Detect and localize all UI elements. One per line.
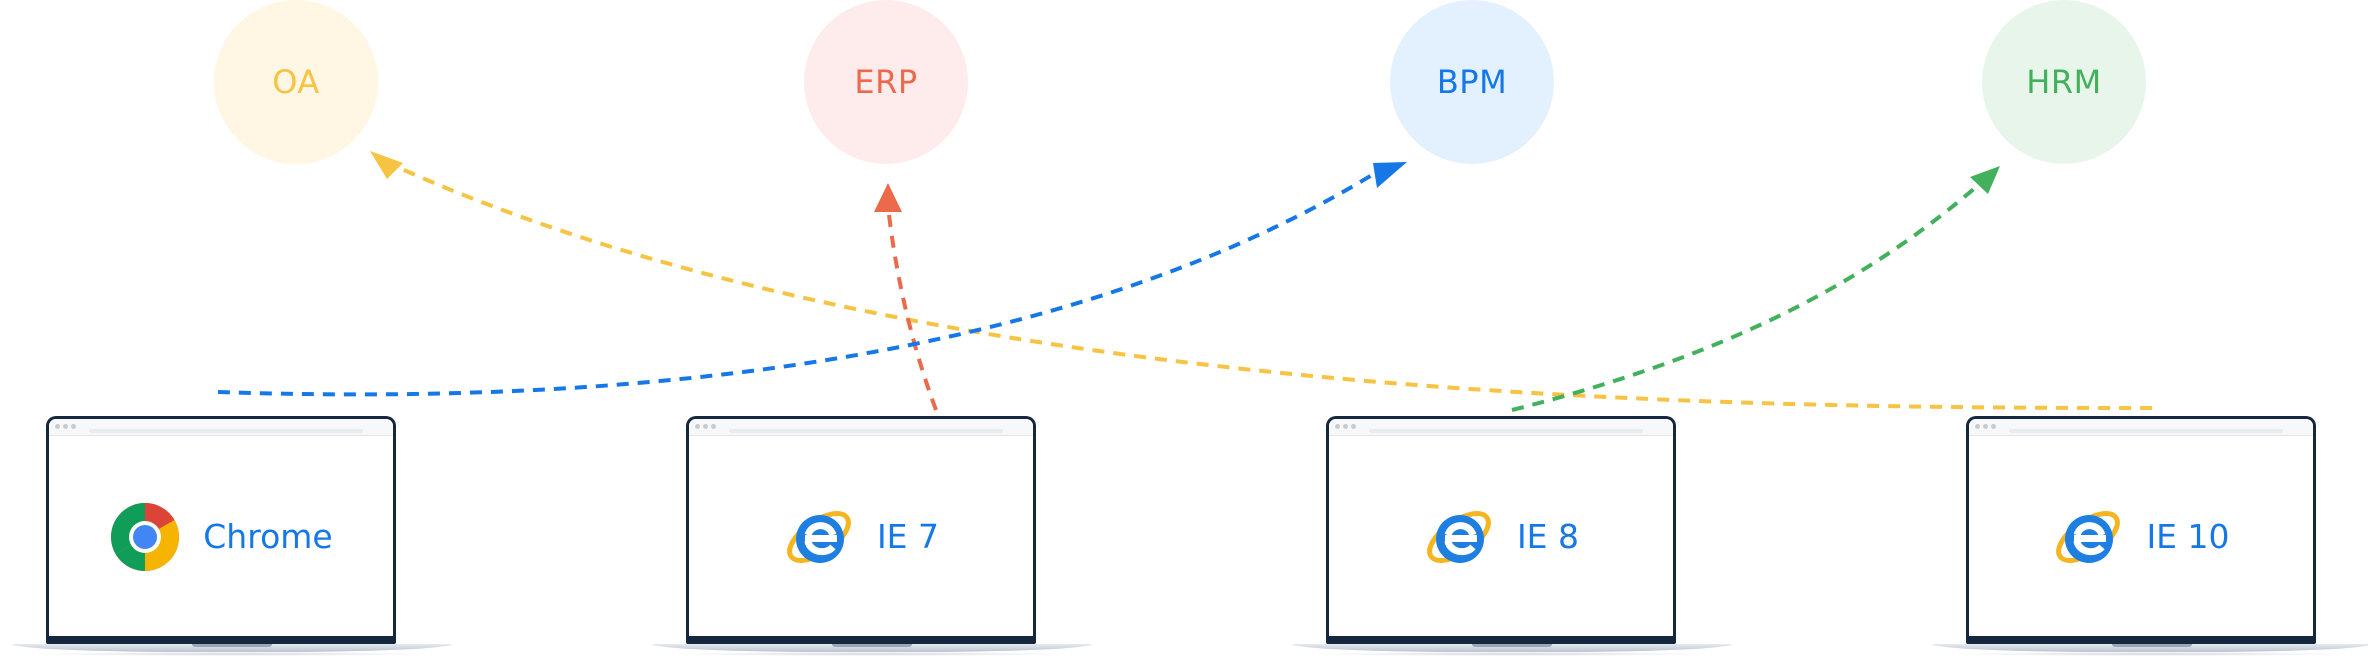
system-node-erp: ERP (804, 0, 968, 164)
window-dot-icon (71, 424, 76, 429)
browser-window: IE 7 (689, 419, 1033, 636)
browser-content: IE 8 (1329, 437, 1673, 636)
browser-content: Chrome (49, 437, 393, 636)
laptop-notch (832, 644, 912, 647)
window-dot-icon (695, 424, 700, 429)
laptop-shadow (1952, 652, 2352, 656)
window-dot-icon (1991, 424, 1996, 429)
laptop-notch (2112, 644, 2192, 647)
laptop-screen: IE 7 (686, 416, 1036, 644)
browser-toolbar (689, 419, 1033, 436)
address-bar (729, 429, 1003, 433)
laptop-shadow (672, 652, 1072, 656)
browser-label-ie7: IE 7 (876, 517, 940, 556)
laptop-screen: IE 10 (1966, 416, 2316, 644)
laptop-base (12, 644, 452, 652)
laptop-chrome: Chrome (12, 416, 452, 656)
laptop-screen: Chrome (46, 416, 396, 644)
window-dot-icon (703, 424, 708, 429)
window-dot-icon (711, 424, 716, 429)
browser-toolbar (1329, 419, 1673, 436)
window-dot-icon (1975, 424, 1980, 429)
laptop-shadow (1312, 652, 1712, 656)
arrowhead-bpm (1373, 162, 1407, 188)
connection-ie8-hrm (1511, 180, 1984, 412)
laptop-notch (192, 644, 272, 647)
connection-ie7-erp (886, 205, 938, 411)
laptop-base (652, 644, 1092, 652)
connection-ie10-oa (381, 158, 2153, 410)
arrowhead-hrm (1970, 166, 2000, 194)
system-node-bpm: BPM (1390, 0, 1554, 164)
ie-icon (787, 510, 851, 563)
arrowhead-erp (874, 183, 902, 212)
address-bar (89, 429, 363, 433)
browser-content: IE 7 (689, 437, 1033, 636)
laptop-base (1932, 644, 2368, 652)
laptop-ie8: IE 8 (1292, 416, 1732, 656)
browser-window: IE 10 (1969, 419, 2313, 636)
address-bar (1369, 429, 1643, 433)
laptop-screen: IE 8 (1326, 416, 1676, 644)
window-dot-icon (1351, 424, 1356, 429)
browser-toolbar (49, 419, 393, 436)
window-dot-icon (1335, 424, 1340, 429)
laptop-base (1292, 644, 1732, 652)
laptop-ie10: IE 10 (1932, 416, 2368, 656)
laptop-shadow (32, 652, 432, 656)
laptop-ie7: IE 7 (652, 416, 1092, 656)
address-bar (2009, 429, 2283, 433)
browser-window: Chrome (49, 419, 393, 636)
system-node-oa: OA (214, 0, 378, 164)
browser-label-ie10: IE 10 (2146, 517, 2230, 556)
window-dot-icon (63, 424, 68, 429)
browser-toolbar (1969, 419, 2313, 436)
browser-content: IE 10 (1969, 437, 2313, 636)
window-dot-icon (55, 424, 60, 429)
ie-icon (2056, 510, 2121, 563)
laptop-notch (1472, 644, 1552, 647)
browser-window: IE 8 (1329, 419, 1673, 636)
window-dot-icon (1343, 424, 1348, 429)
chrome-icon (111, 502, 180, 571)
arrowhead-oa (370, 151, 403, 179)
browser-label-ie8: IE 8 (1516, 517, 1580, 556)
system-node-hrm: HRM (1982, 0, 2146, 164)
connection-chrome-bpm (217, 173, 1374, 397)
window-dot-icon (1983, 424, 1988, 429)
browser-label-chrome: Chrome (203, 517, 333, 556)
ie-icon (1427, 510, 1491, 563)
